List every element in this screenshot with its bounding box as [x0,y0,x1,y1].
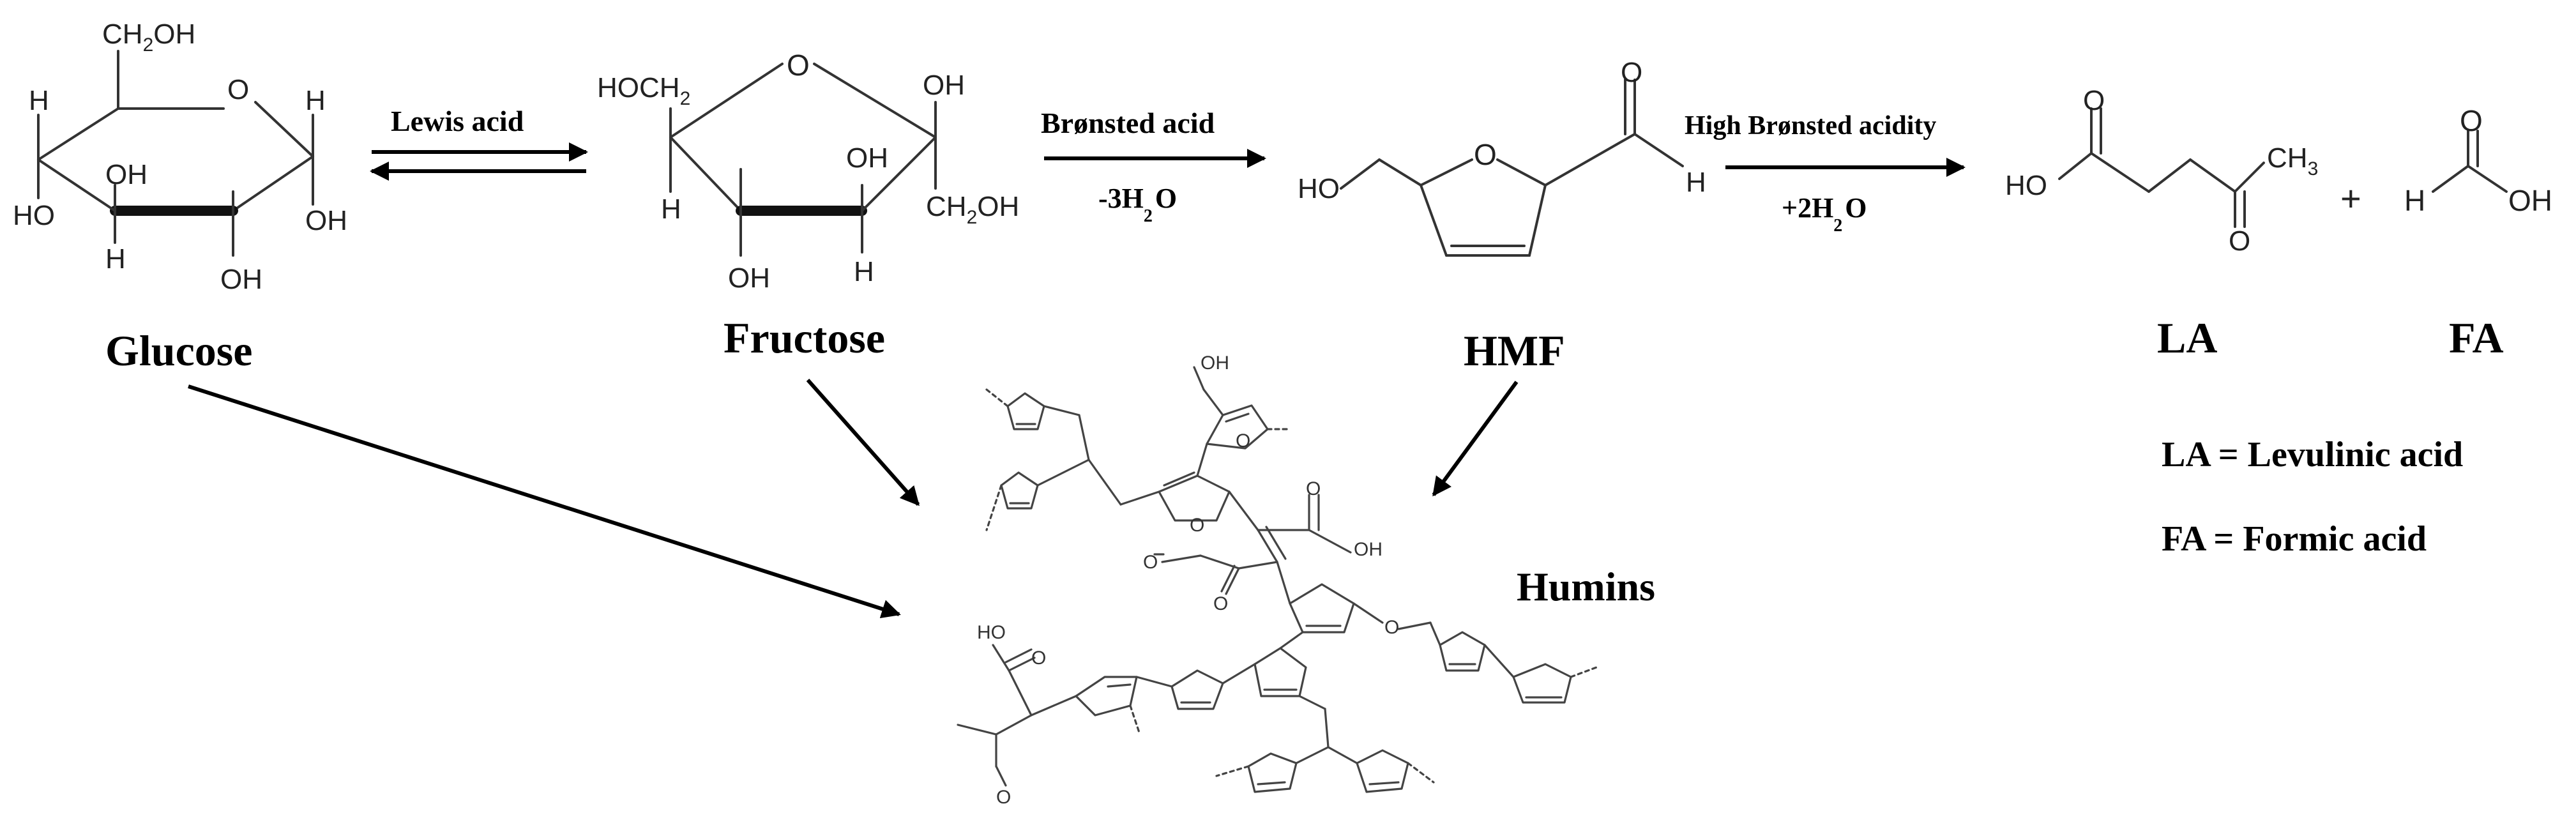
legend-la: LA = Levulinic acid [2162,435,2463,474]
fructose-oh-label: OH [728,262,770,294]
humins-o-label: O [996,787,1011,808]
fructose-to-humins-arrow [806,379,920,506]
glucose-label: Glucose [105,326,252,375]
high-bronsted-acidity-label: High Brønsted acidity [1685,111,1936,140]
fructose-ch2oh-label: CH [926,191,967,222]
glucose-to-humins-arrow [188,384,901,619]
hmf-ring-oxygen: O [1474,138,1497,171]
fa-h-label: H [2404,184,2425,217]
humins-oh-label: OH [1354,539,1383,560]
humins-o-label: O [1143,552,1158,573]
la-structure: HO O O CH3 [2005,85,2318,257]
humins-label: Humins [1517,564,1655,609]
la-label: LA [2157,314,2217,362]
fa-structure: H O OH [2404,104,2552,217]
hmf-h-label: H [1686,167,1706,198]
lewis-acid-label: Lewis acid [391,105,524,137]
minus-water-label: -3H2O [1098,183,1177,226]
svg-text:CH2OH: CH2OH [926,191,1019,228]
glucose-structure: CH2OH O H HO OH H OH H OH [13,19,347,295]
la-ketone-oxygen: O [2229,225,2250,257]
humins-o-label: O [1031,648,1046,669]
glucose-oh-label: OH [105,159,148,190]
fa-label: FA [2449,314,2504,362]
bronsted-acid-label: Brønsted acid [1041,107,1215,139]
fructose-structure: HOCH2 O OH OH H OH H CH2OH [597,49,1019,294]
legend-fa: FA = Formic acid [2162,519,2427,559]
plus-sign: + [2340,178,2361,218]
plus-water-label: +2H2O [1782,192,1867,236]
glucose-h-label: H [29,85,49,116]
fructose-h-label: H [854,256,874,287]
svg-text:HOCH2: HOCH2 [597,72,690,109]
fa-carbonyl-oxygen: O [2460,104,2483,137]
la-ch3-label: CH [2267,142,2308,174]
humins-o-label: O [1236,430,1250,451]
la-carbonyl-oxygen: O [2083,85,2105,116]
humins-ho-label: HO [977,622,1006,643]
fructose-hoch2-label: HOCH [597,72,680,103]
glucose-oh-label: OH [220,264,262,295]
hmf-structure: HO O O H [1298,57,1706,257]
fructose-ring-oxygen: O [787,49,810,82]
hmf-to-humins-arrow [1432,381,1519,497]
glucose-oh-label: OH [305,205,347,236]
fructose-h-label: H [661,193,681,225]
fructose-oh-label: OH [846,142,888,174]
glucose-h-label: H [105,243,126,275]
humins-o-label: O [1190,515,1204,536]
la-ho-label: HO [2005,170,2047,201]
svg-text:CH3: CH3 [2267,142,2318,179]
humins-o-label: O [1306,478,1321,499]
glucose-ring-oxygen: O [227,74,249,105]
glucose-ch2oh-label: CH [102,19,143,50]
svg-text:CH2OH: CH2OH [102,19,195,56]
hmf-label: HMF [1464,326,1565,375]
humins-o-label: O [1213,593,1228,614]
humins-o-label: O [1384,617,1399,638]
hmf-ho-label: HO [1298,173,1340,204]
humins-oh-label: OH [1201,353,1229,374]
fructose-label: Fructose [724,314,885,362]
fa-oh-label: OH [2508,184,2552,217]
hmf-carbonyl-oxygen: O [1621,57,1642,88]
humins-structure: OH O O O OH O O O HO O O [957,353,1598,808]
glucose-ho-label: HO [13,200,55,231]
glucose-h-label: H [305,85,326,116]
fructose-oh-label: OH [923,70,965,101]
